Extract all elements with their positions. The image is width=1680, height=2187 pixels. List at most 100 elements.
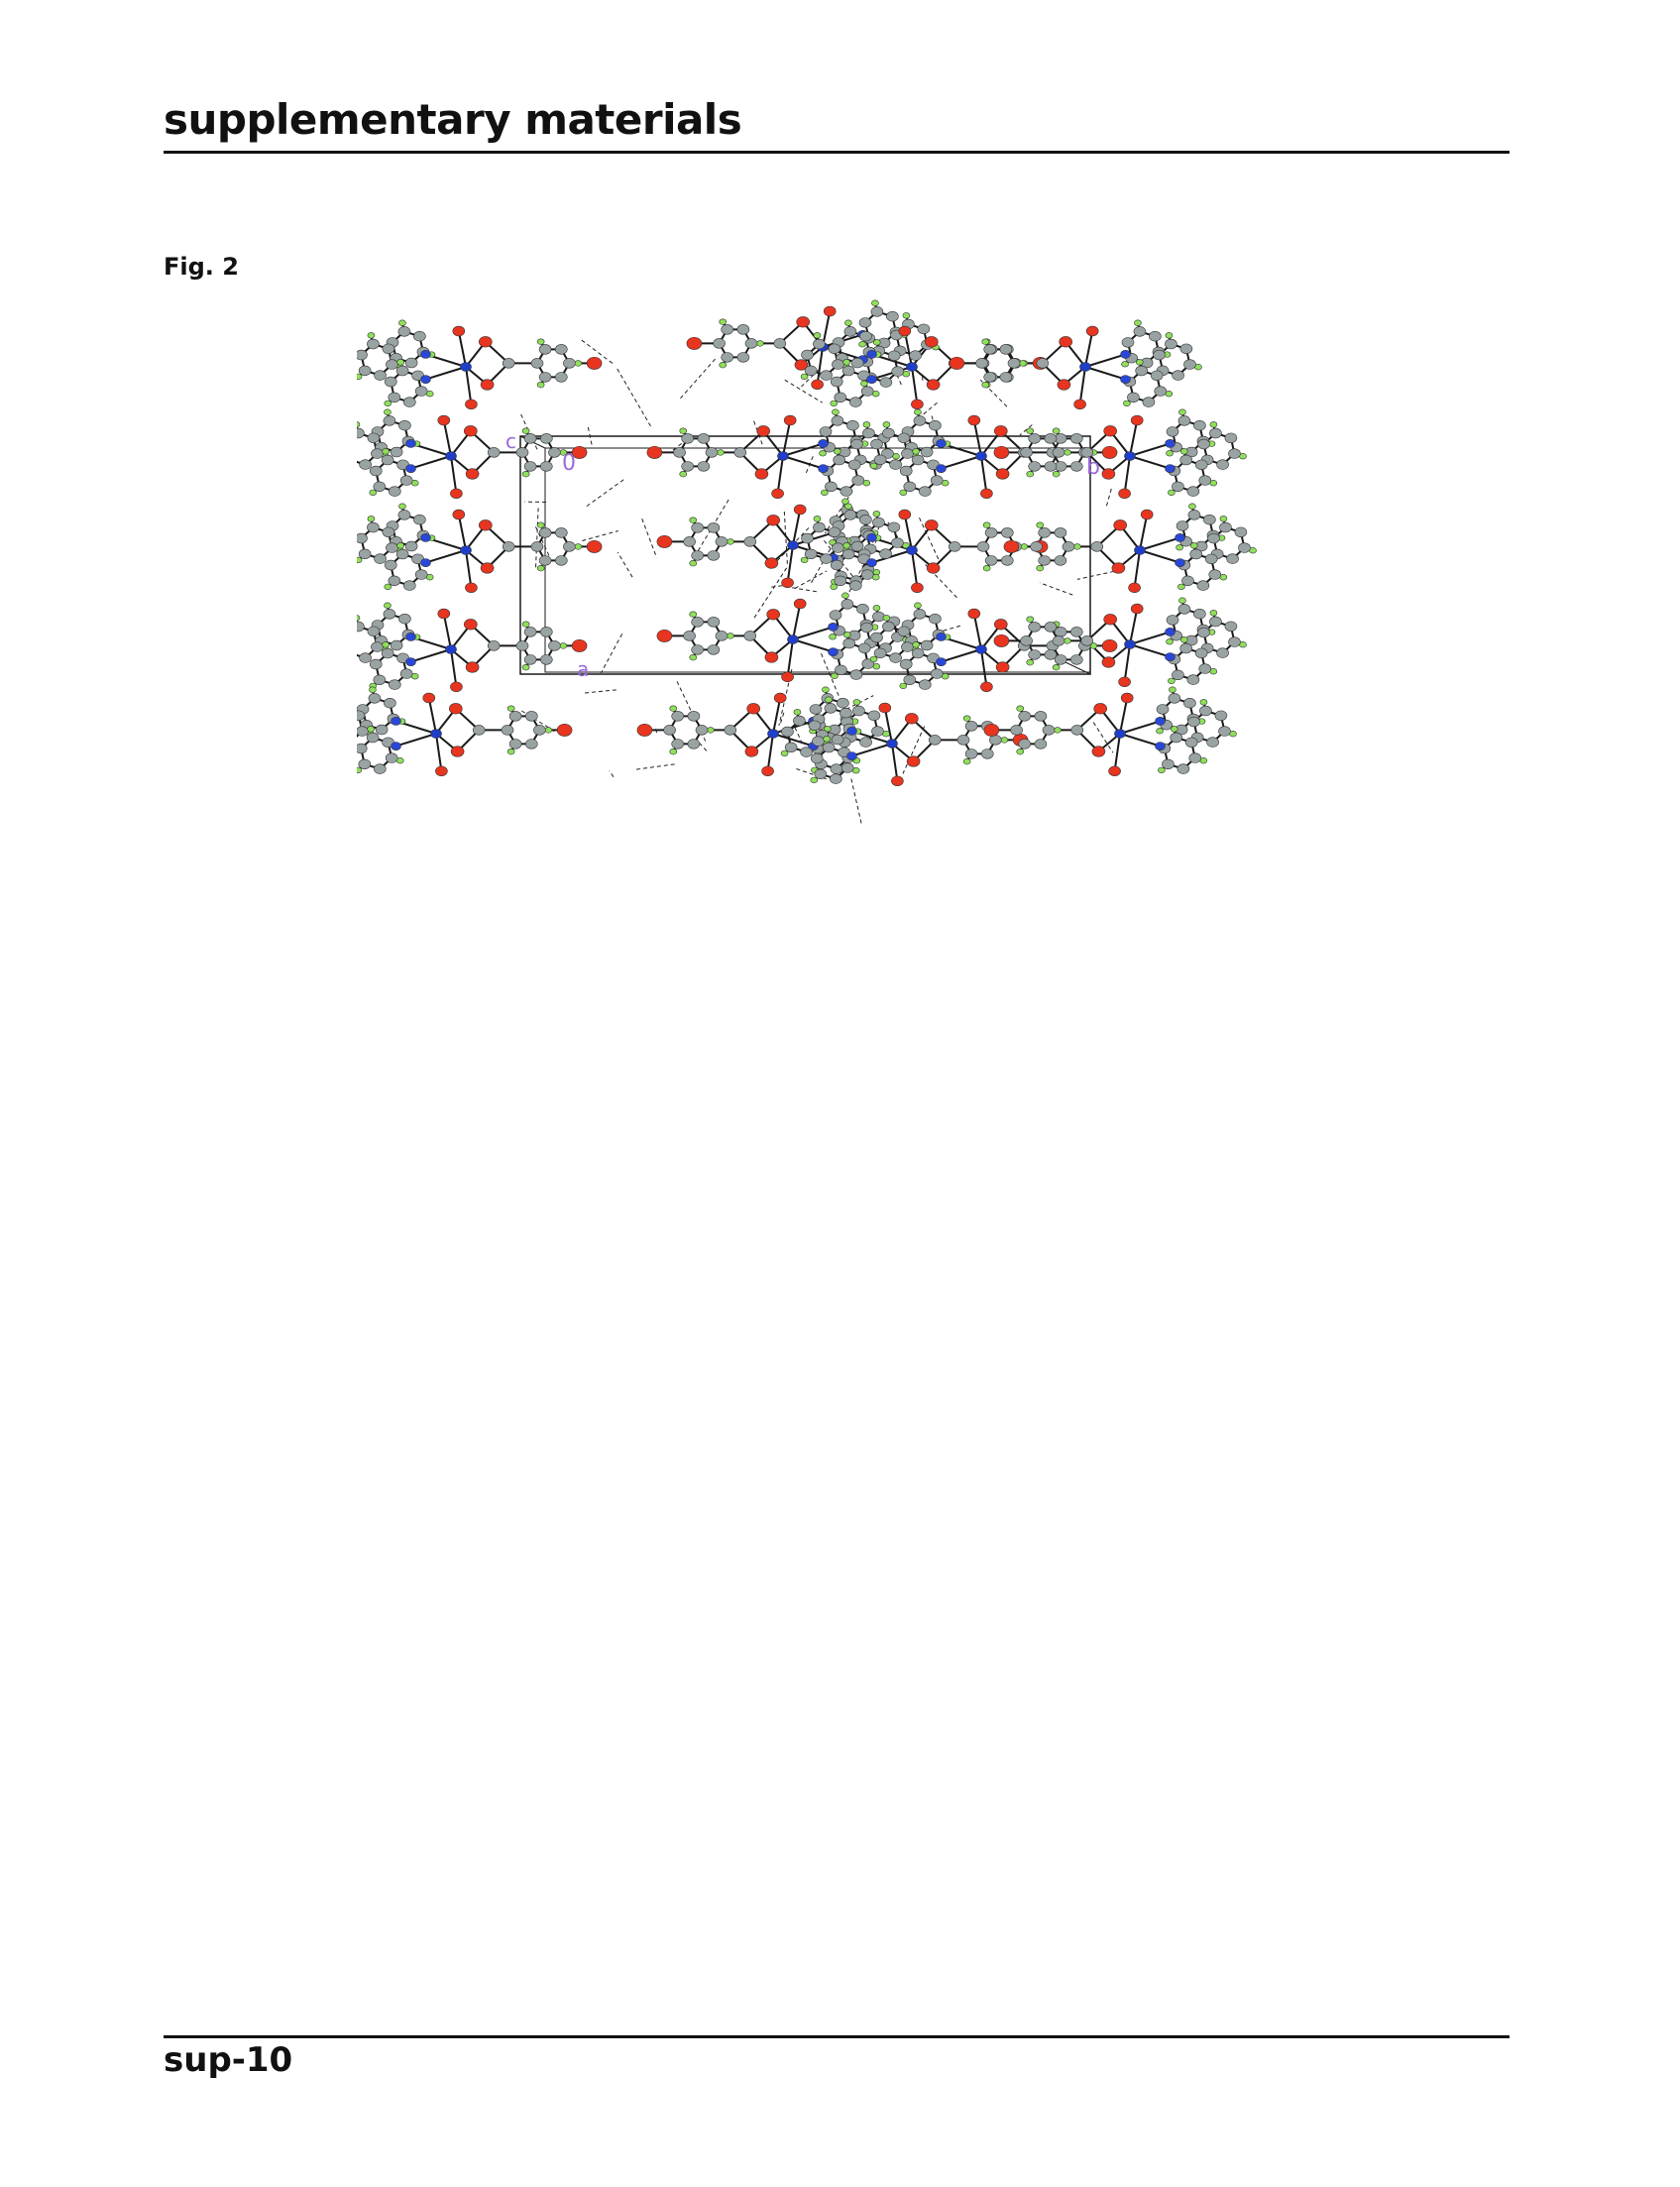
carbon-atom (983, 344, 997, 355)
carbon-atom (663, 725, 676, 736)
carbon-atom (715, 631, 728, 641)
carbon-atom (948, 541, 961, 552)
carbon-atom (1172, 481, 1184, 493)
hydrogen-atom (689, 653, 698, 661)
metal-atom (1134, 545, 1146, 555)
oxygen-atom (465, 661, 480, 673)
hydrogen-atom (823, 736, 831, 743)
hydrogen-atom (912, 641, 920, 648)
carbon-atom (373, 674, 387, 686)
oxygen-atom (1111, 562, 1126, 574)
metal-atom (1124, 639, 1136, 649)
oxygen-atom (980, 681, 993, 693)
bond (851, 743, 893, 757)
carbon-atom (808, 720, 822, 732)
carbon-atom (882, 621, 895, 633)
carbon-atom (538, 372, 552, 383)
carbon-atom (975, 358, 988, 369)
carbon-atom (835, 664, 847, 676)
oxygen-atom (744, 746, 759, 757)
carbon-atom (1208, 569, 1222, 580)
bond (776, 455, 784, 494)
hydrogen-bond (902, 726, 926, 774)
oxygen-atom (773, 692, 787, 704)
carbon-atom (913, 609, 927, 620)
carbon-atom (809, 704, 823, 715)
carbon-atom (721, 352, 734, 363)
carbon-atom (1000, 527, 1014, 538)
hydrogen-atom (1166, 638, 1174, 645)
bond (410, 648, 452, 663)
carbon-atom (548, 447, 561, 458)
carbon-atom (1209, 427, 1222, 439)
header-rule (164, 151, 1510, 154)
oxygen-atom (983, 723, 1000, 737)
carbon-atom (395, 365, 409, 377)
bond (792, 603, 802, 640)
hydrogen-atom (981, 381, 990, 389)
carbon-atom (860, 622, 873, 633)
hydrogen-atom (384, 602, 392, 609)
oxygen-atom (556, 723, 573, 737)
metal-atom (1124, 451, 1136, 461)
hydrogen-atom (544, 727, 553, 734)
carbon-atom (743, 536, 757, 547)
hydrogen-atom (384, 400, 392, 407)
carbon-atom (825, 481, 838, 493)
carbon-atom (515, 640, 529, 651)
carbon-atom (813, 338, 826, 350)
axis-label-zero: 0 (562, 451, 576, 476)
oxygen-atom (926, 379, 941, 391)
carbon-atom (523, 433, 537, 444)
hydrogen-atom (982, 564, 991, 572)
hydrogen-atom (831, 672, 839, 680)
carbon-atom (1194, 647, 1208, 659)
carbon-atom (743, 631, 757, 641)
carbon-atom (397, 510, 411, 520)
carbon-atom (1069, 461, 1083, 472)
carbon-atom (721, 324, 734, 335)
oxygen-atom (464, 619, 478, 631)
carbon-atom (713, 338, 726, 349)
carbon-atom (872, 517, 885, 528)
carbon-atom (356, 726, 369, 737)
carbon-atom (1234, 526, 1248, 538)
carbon-atom (1044, 461, 1058, 472)
hydrogen-atom (1019, 360, 1027, 367)
carbon-atom (1028, 433, 1042, 444)
metal-atom (787, 540, 799, 550)
carbon-atom (1020, 447, 1033, 458)
bond (435, 733, 443, 771)
oxygen-atom (995, 468, 1010, 480)
carbon-atom (384, 559, 397, 571)
carbon-atom (1054, 527, 1067, 538)
hydrogen-atom (869, 462, 878, 470)
carbon-atom (733, 447, 747, 458)
carbon-atom (367, 432, 381, 444)
oxygen-atom (1101, 445, 1118, 459)
nitrogen-atom (866, 375, 877, 384)
carbon-atom (371, 641, 384, 652)
carbon-atom (555, 344, 568, 355)
carbon-atom (1036, 358, 1050, 369)
carbon-atom (413, 330, 426, 342)
hydrogen-atom (1123, 400, 1131, 407)
bond (1139, 549, 1180, 564)
carbon-atom (1142, 397, 1156, 407)
carbon-atom (530, 358, 544, 369)
carbon-atom (374, 370, 387, 381)
hydrogen-atom (852, 699, 861, 706)
carbon-atom (980, 748, 994, 759)
carbon-atom (1168, 693, 1181, 704)
carbon-atom (1203, 514, 1216, 525)
hydrogen-bond (1076, 570, 1115, 580)
hydrogen-atom (521, 621, 530, 628)
axis-label-a: a (577, 657, 589, 681)
nitrogen-atom (420, 350, 431, 359)
hydrogen-atom (574, 360, 583, 367)
hydrogen-bond (616, 551, 633, 578)
oxygen-atom (781, 577, 794, 589)
oxygen-atom (571, 445, 588, 459)
hydrogen-atom (719, 318, 728, 325)
carbon-atom (399, 475, 413, 486)
